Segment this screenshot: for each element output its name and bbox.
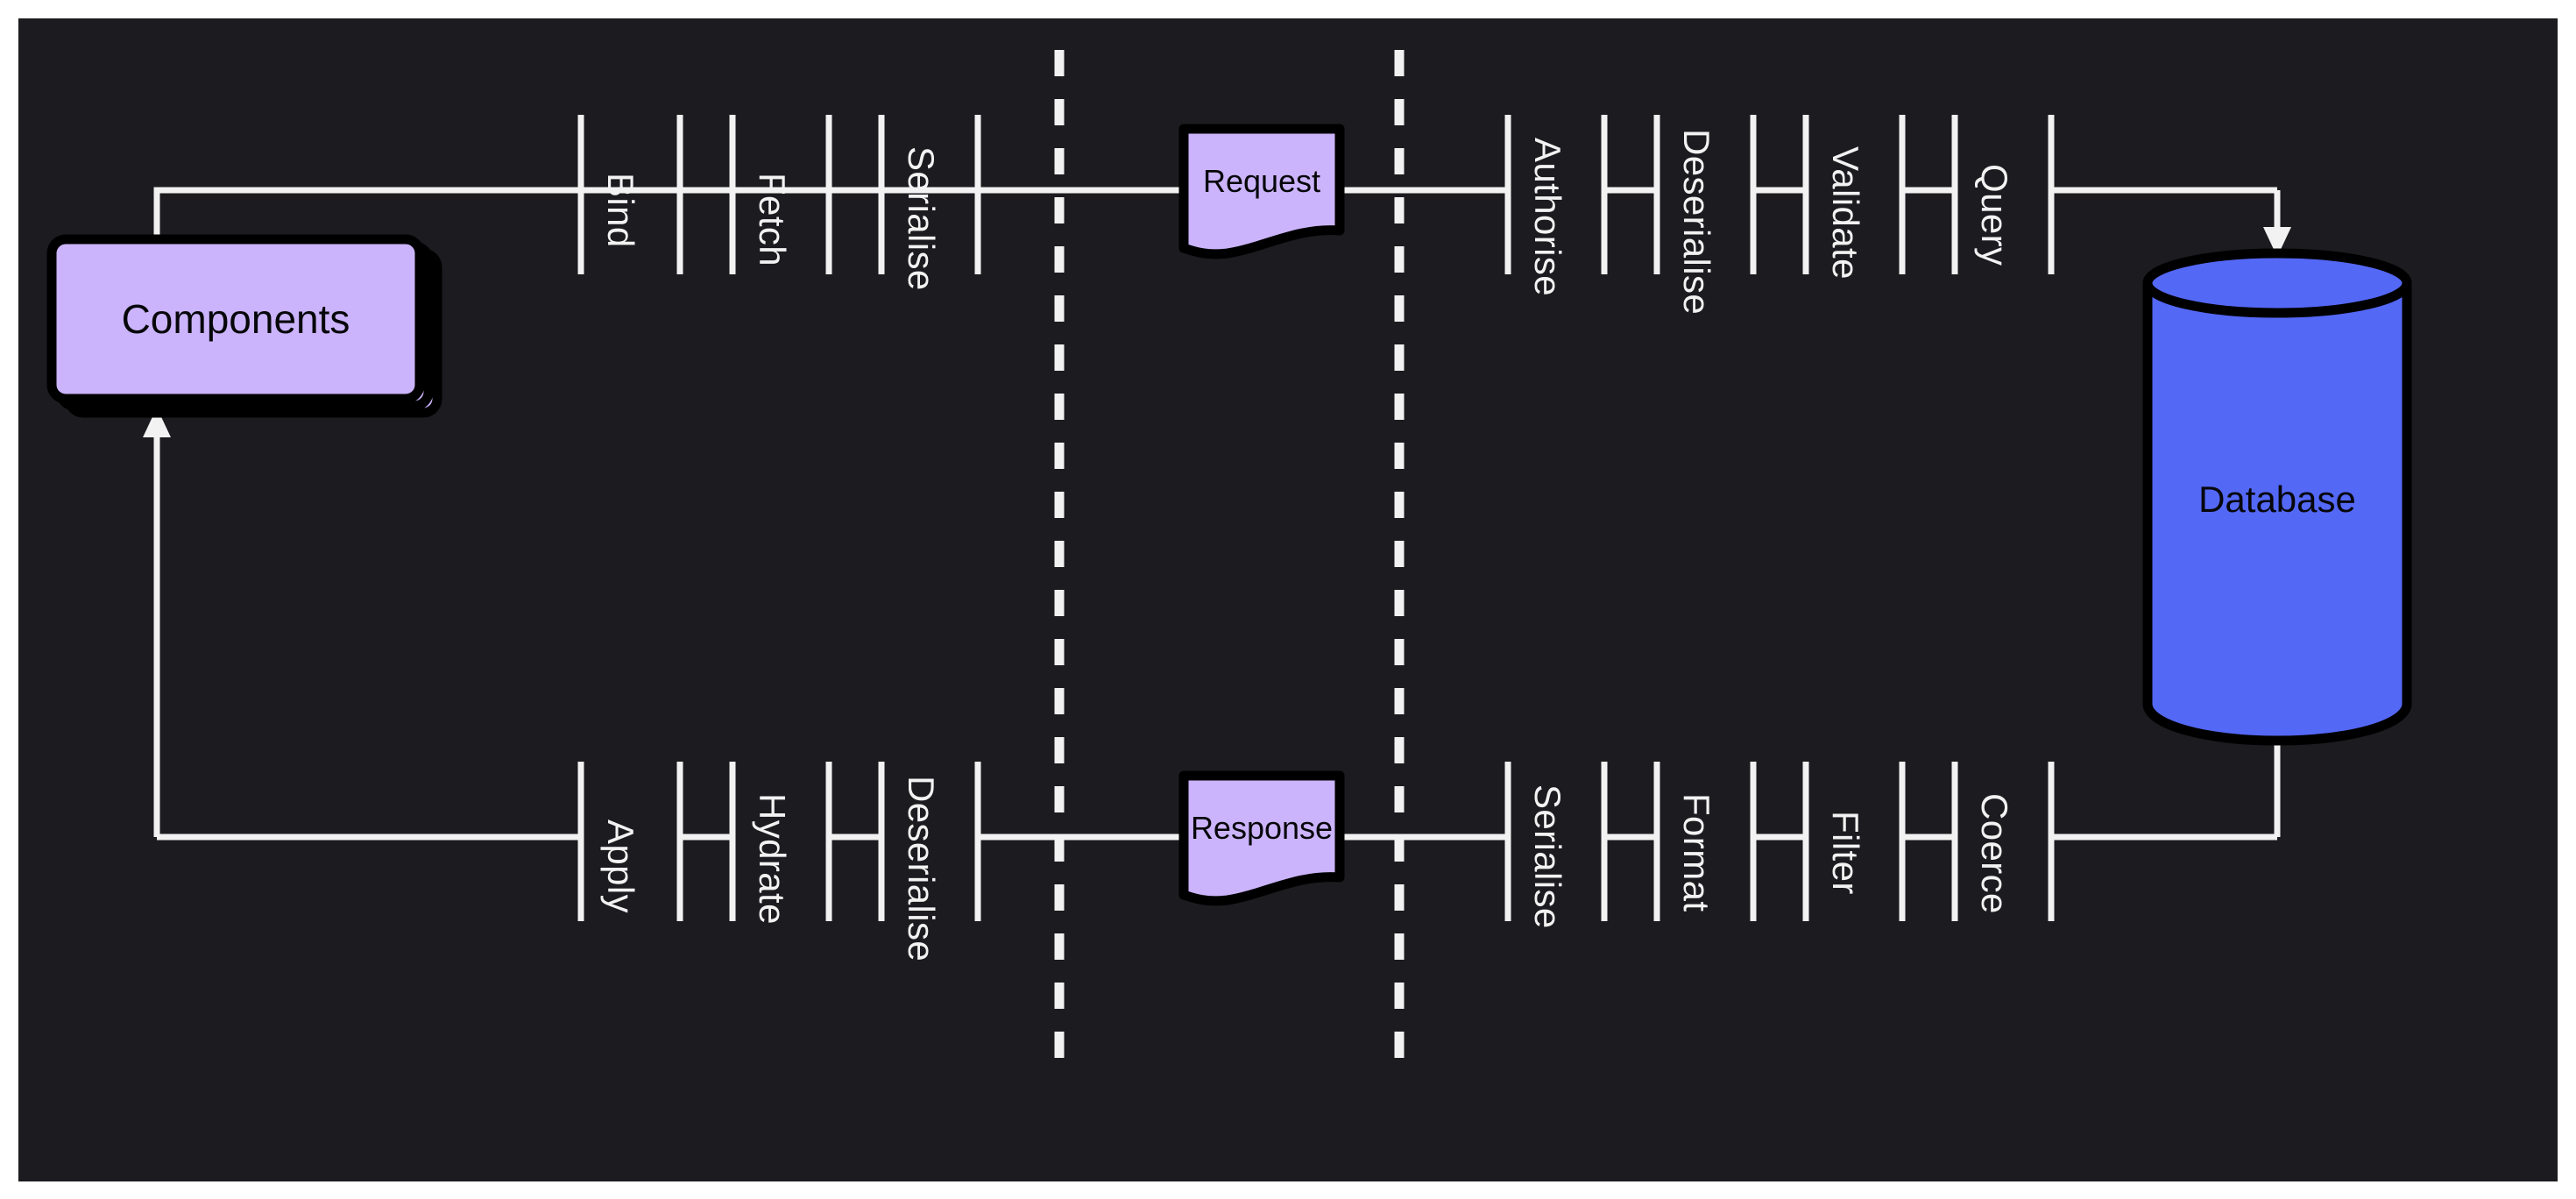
- response-stage-bars: [577, 762, 2055, 921]
- stage-label-validate: Validate: [1825, 146, 1866, 280]
- stage-label-rserialise: Serialise: [1527, 784, 1568, 929]
- node-database[interactable]: [2142, 248, 2412, 746]
- components-label: Components: [121, 296, 350, 342]
- stage-label-query: Query: [1974, 164, 2015, 266]
- stage-label-fetch: Fetch: [752, 173, 793, 267]
- stage-label-deserialise: Deserialise: [1676, 129, 1717, 316]
- stage-label-serialise: Serialise: [901, 146, 942, 291]
- node-components[interactable]: [46, 234, 442, 418]
- database-label: Database: [2198, 479, 2356, 520]
- diagram-canvas: Bind Fetch Serialise Authorise Deseriali…: [18, 18, 2558, 1181]
- stage-label-authorise: Authorise: [1527, 138, 1568, 297]
- node-response[interactable]: [1178, 770, 1345, 906]
- stage-label-filter: Filter: [1825, 811, 1866, 895]
- stage-label-rdeserialise: Deserialise: [901, 776, 942, 962]
- diagram-graphics: [46, 50, 2412, 1067]
- stage-label-hydrate: Hydrate: [752, 793, 793, 925]
- stage-label-bind: Bind: [600, 173, 641, 248]
- database-top-ellipse: [2142, 248, 2412, 318]
- request-stage-bars: [577, 115, 2055, 274]
- response-label: Response: [1190, 810, 1334, 846]
- stage-label-apply: Apply: [600, 819, 641, 914]
- arrow-head-up-icon: [143, 408, 171, 437]
- stage-label-coerce: Coerce: [1974, 793, 2015, 914]
- response-document-shape: [1178, 770, 1345, 906]
- node-request[interactable]: [1178, 124, 1345, 259]
- arrow-head-down-icon: [2263, 227, 2291, 257]
- request-document-shape: [1178, 124, 1345, 259]
- stage-label-format: Format: [1676, 793, 1717, 912]
- components-card-front: [46, 234, 425, 404]
- request-label: Request: [1202, 163, 1321, 199]
- database-body: [2142, 278, 2412, 746]
